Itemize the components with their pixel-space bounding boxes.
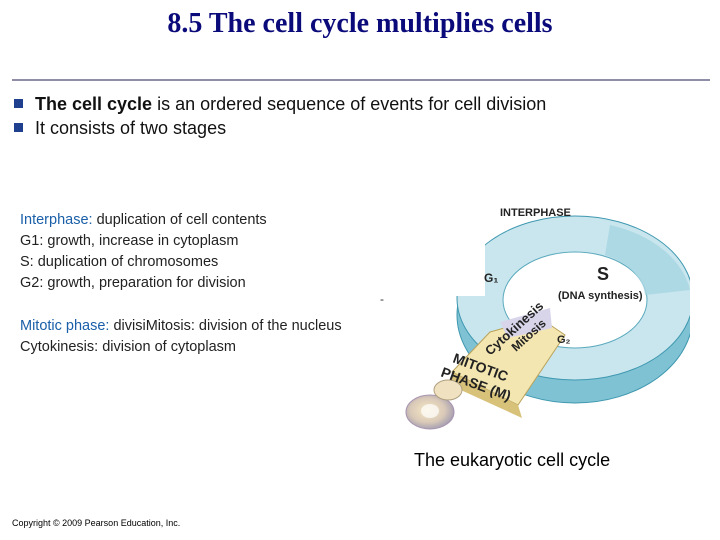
cell-nucleus: [421, 404, 439, 418]
bullet-square-icon: [14, 99, 23, 108]
g1-label: G₁: [484, 271, 498, 285]
interphase-text: duplication of cell contents: [93, 212, 267, 228]
bullet-square-icon: [14, 123, 23, 132]
interphase-heading: Interphase:: [20, 212, 93, 228]
s-line: S: duplication of chromosomes: [20, 252, 267, 273]
interphase-label: INTERPHASE: [500, 207, 571, 219]
bullet-item: It consists of two stages: [14, 118, 714, 142]
blank-area: [390, 200, 485, 296]
figure-caption: The eukaryotic cell cycle: [414, 450, 610, 471]
mitotic-description: Mitotic phase: divisiMitosis: division o…: [20, 316, 342, 358]
bullet-list: The cell cycle is an ordered sequence of…: [14, 94, 714, 142]
bullet-text: is an ordered sequence of events for cel…: [152, 94, 546, 114]
bullet-strong-text: The cell cycle: [35, 94, 152, 114]
title-divider: [12, 79, 710, 81]
stray-dash: -: [380, 292, 384, 306]
interphase-description: Interphase: duplication of cell contents…: [20, 210, 267, 294]
bullet-text: It consists of two stages: [35, 118, 226, 138]
mitotic-line: Mitotic phase: divisiMitosis: division o…: [20, 316, 342, 337]
bullet-item: The cell cycle is an ordered sequence of…: [14, 94, 714, 118]
g1-line: G1: growth, increase in cytoplasm: [20, 231, 267, 252]
cell-cycle-diagram: INTERPHASE G₁ S (DNA synthesis) G₂ Cytok…: [390, 200, 690, 440]
interphase-line: Interphase: duplication of cell contents: [20, 210, 267, 231]
s-note: (DNA synthesis): [558, 290, 643, 302]
slide-title: 8.5 The cell cycle multiplies cells: [0, 8, 720, 40]
copyright-notice: Copyright © 2009 Pearson Education, Inc.: [12, 518, 180, 528]
cytokinesis-line: Cytokinesis: division of cytoplasm: [20, 337, 342, 358]
g2-line: G2: growth, preparation for division: [20, 273, 267, 294]
mitotic-heading: Mitotic phase:: [20, 318, 109, 334]
g2-label: G₂: [557, 334, 571, 346]
mitotic-text: divisiMitosis: division of the nucleus: [109, 318, 341, 334]
s-label: S: [597, 264, 609, 284]
